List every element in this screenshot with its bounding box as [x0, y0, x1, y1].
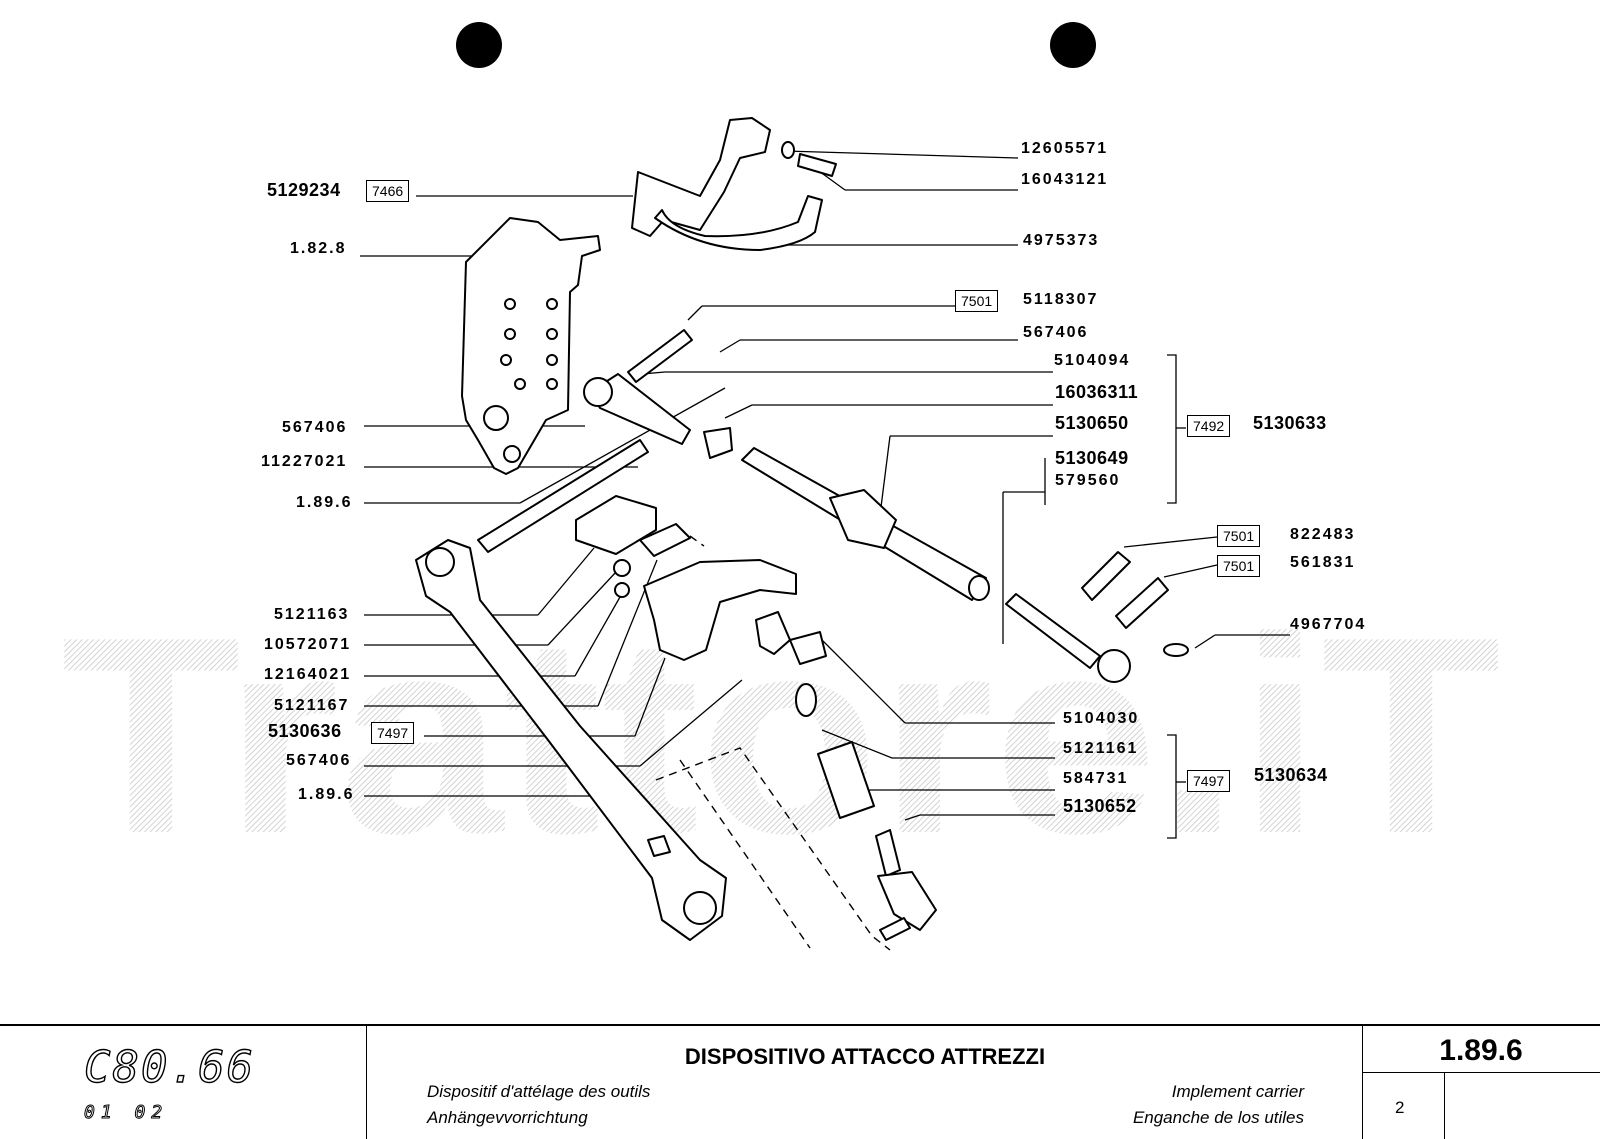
- subtitle-spanish: Enganche de los utiles: [1132, 1108, 1304, 1127]
- part-number-4975373: 4975373: [1023, 232, 1100, 249]
- part-number-16043121: 16043121: [1021, 171, 1109, 188]
- title-block-ref-separator: [1362, 1072, 1600, 1073]
- part-number-5121163: 5121163: [274, 606, 350, 623]
- parts-drawings: [415, 117, 1189, 941]
- part-number-5121167: 5121167: [274, 697, 350, 714]
- ref-box-7497-b: 7497: [1187, 770, 1231, 792]
- part-number-584731: 584731: [1063, 770, 1129, 787]
- part-number-567406-top: 567406: [1023, 324, 1089, 341]
- part-number-5130633: 5130633: [1253, 413, 1327, 433]
- ref-box-7501-c: 7501: [1217, 555, 1261, 577]
- ref-box-7497-a: 7497: [371, 722, 415, 744]
- part-number-567406-lower: 567406: [286, 752, 352, 769]
- part-number-12164021: 12164021: [264, 666, 352, 683]
- title-block-divider-2: [1362, 1026, 1363, 1139]
- part-number-11227021: 11227021: [261, 453, 348, 470]
- subtitle-french: Dispositif d'attélage des outils: [427, 1082, 651, 1101]
- punch-hole-left: [456, 22, 502, 68]
- sheet-title: DISPOSITIVO ATTACCO ATTREZZI: [684, 1044, 1046, 1069]
- part-number-1-89-6-pin: 1.89.6: [296, 494, 353, 511]
- edition-code: 01 02: [83, 1102, 169, 1124]
- part-number-1-82-8: 1.82.8: [290, 240, 347, 257]
- part-number-579560: 579560: [1055, 472, 1121, 489]
- part-number-5129234: 5129234: [267, 180, 341, 200]
- part-number-5130636: 5130636: [268, 721, 342, 741]
- leader-lines: [360, 150, 1290, 839]
- subtitle-german: Anhängevvorrichtung: [427, 1108, 588, 1127]
- ref-box-7501-b: 7501: [1217, 525, 1261, 547]
- part-number-5130650: 5130650: [1055, 413, 1129, 433]
- part-number-561831: 561831: [1290, 554, 1356, 571]
- title-block-divider-1: [366, 1026, 367, 1139]
- part-number-16036311: 16036311: [1055, 382, 1139, 402]
- part-number-822483: 822483: [1290, 526, 1356, 543]
- part-number-10572071: 10572071: [264, 636, 352, 653]
- subtitle-english: Implement carrier: [1171, 1082, 1304, 1101]
- title-block: C80.66 01 02 DISPOSITIVO ATTACCO ATTREZZ…: [0, 1024, 1600, 1139]
- page-number: 2: [1395, 1098, 1405, 1117]
- ref-box-7492: 7492: [1187, 415, 1231, 437]
- part-number-12605571: 12605571: [1021, 140, 1109, 157]
- section-number: 1.89.6: [1439, 1034, 1523, 1067]
- watermark-logo: Trattore.iT: [61, 620, 1501, 840]
- ref-box-7501-a: 7501: [955, 290, 999, 312]
- part-number-567406-left: 567406: [282, 419, 348, 436]
- part-number-5118307: 5118307: [1023, 291, 1099, 308]
- title-block-divider-3: [1444, 1073, 1445, 1139]
- exploded-parts-diagram: [360, 117, 1290, 951]
- part-number-5130652: 5130652: [1063, 796, 1137, 816]
- punch-hole-right: [1050, 22, 1096, 68]
- part-number-1-89-6-lower: 1.89.6: [298, 786, 355, 803]
- part-number-5121161: 5121161: [1063, 740, 1139, 757]
- part-number-5104094: 5104094: [1054, 352, 1131, 369]
- watermark-text: Trattore.iT: [61, 620, 1501, 840]
- part-number-5104030: 5104030: [1063, 710, 1140, 727]
- part-number-5130649: 5130649: [1055, 448, 1129, 468]
- dashed-assembly-lines: [655, 535, 891, 951]
- part-number-5130634: 5130634: [1254, 765, 1328, 785]
- model-logo: C80.66: [83, 1041, 255, 1093]
- part-number-4967704: 4967704: [1290, 616, 1367, 633]
- ref-box-7466: 7466: [366, 180, 410, 202]
